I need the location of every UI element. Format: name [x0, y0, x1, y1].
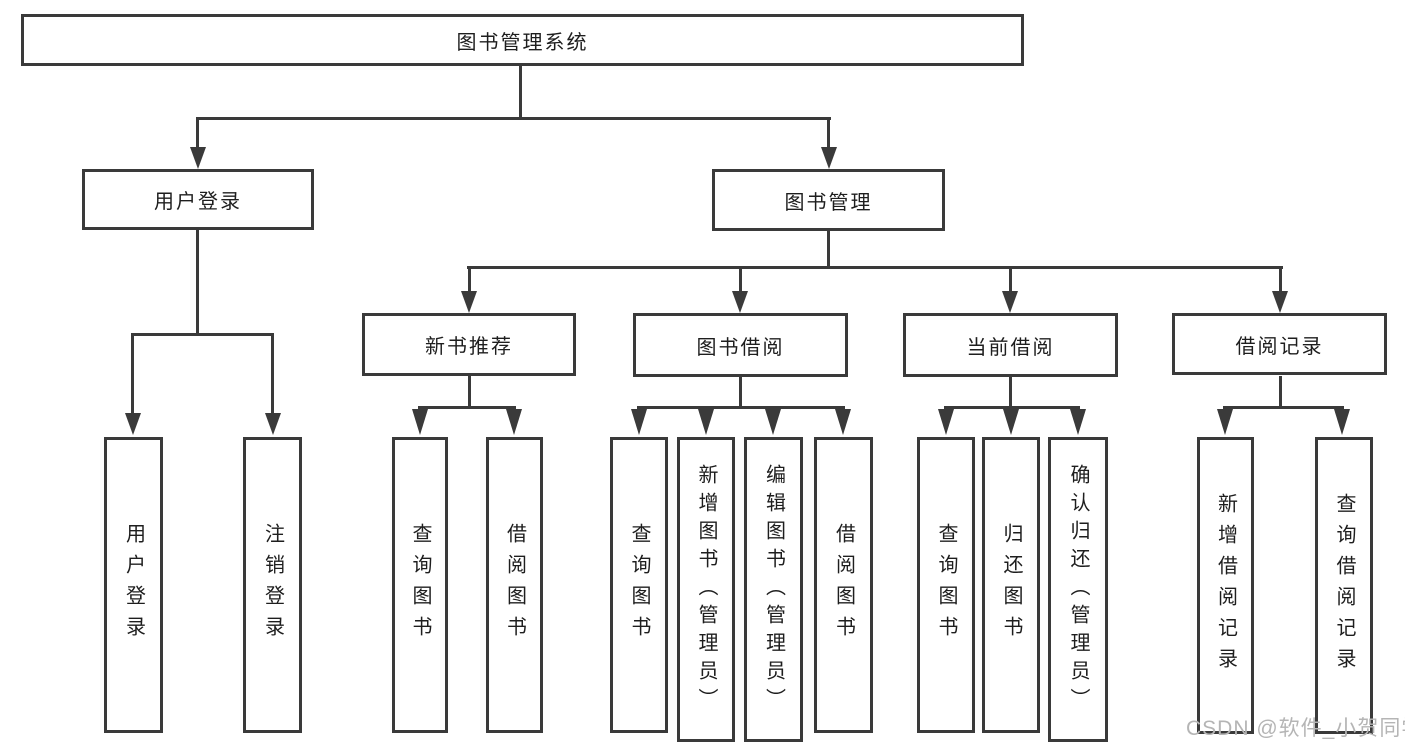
node-label: 新增图书（管理员）: [695, 463, 717, 716]
node-borrow-records: 借阅记录: [1172, 313, 1387, 375]
arrowhead-down-icon: [461, 291, 477, 313]
connector-line: [739, 266, 742, 293]
node-label: 用户登录: [154, 191, 242, 213]
leaf-bb-query-books: 查询图书: [610, 437, 668, 733]
leaf-cb-confirm-return-admin: 确认归还（管理员）: [1048, 437, 1108, 742]
node-label: 用户登录: [122, 523, 145, 647]
connector-line: [131, 333, 134, 414]
connector-line: [271, 333, 274, 414]
node-label: 归还图书: [1000, 523, 1022, 647]
node-label: 查询图书: [628, 523, 650, 647]
node-label: 当前借阅: [966, 336, 1055, 359]
arrowhead-down-icon: [1070, 409, 1086, 435]
node-label: 图书管理: [784, 191, 873, 214]
node-book-borrow: 图书借阅: [633, 313, 848, 377]
node-label: 图书管理系统: [456, 31, 589, 54]
connector-line: [1009, 376, 1012, 409]
connector-line: [944, 406, 1080, 409]
connector-line: [468, 376, 471, 409]
arrowhead-down-icon: [506, 409, 522, 435]
node-label: 查询借阅记录: [1333, 492, 1355, 679]
node-new-book-recommend: 新书推荐: [362, 313, 576, 376]
arrowhead-down-icon: [1002, 291, 1018, 313]
arrowhead-down-icon: [265, 413, 281, 435]
connector-line: [1009, 266, 1012, 293]
connector-line: [131, 333, 274, 336]
node-current-borrow: 当前借阅: [903, 313, 1118, 377]
arrowhead-down-icon: [835, 409, 851, 435]
connector-line: [1223, 406, 1344, 409]
connector-line: [1279, 376, 1282, 409]
node-label: 借阅图书: [503, 523, 526, 647]
arrowhead-down-icon: [412, 409, 428, 435]
node-label: 图书借阅: [696, 336, 785, 359]
leaf-nbr-borrow-books: 借阅图书: [486, 437, 543, 733]
connector-line: [196, 117, 199, 149]
node-label: 借阅图书: [832, 523, 855, 647]
arrowhead-down-icon: [1217, 409, 1233, 435]
node-user-login: 用户登录: [82, 169, 314, 230]
arrowhead-down-icon: [1003, 409, 1019, 435]
connector-line: [637, 406, 845, 409]
leaf-nbr-query-books: 查询图书: [392, 437, 448, 733]
connector-line: [468, 266, 471, 293]
leaf-bb-borrow-books: 借阅图书: [814, 437, 873, 733]
arrowhead-down-icon: [1334, 409, 1350, 435]
connector-line: [1279, 266, 1282, 293]
arrowhead-down-icon: [190, 147, 206, 169]
node-label: 新书推荐: [425, 336, 513, 358]
arrowhead-down-icon: [938, 409, 954, 435]
node-book-management: 图书管理: [712, 169, 945, 231]
node-label: 借阅记录: [1235, 335, 1324, 358]
connector-line: [827, 117, 830, 149]
leaf-cb-query-books: 查询图书: [917, 437, 975, 733]
connector-line: [519, 66, 522, 119]
node-label: 确认归还（管理员）: [1067, 463, 1089, 716]
leaf-bb-edit-books-admin: 编辑图书（管理员）: [744, 437, 803, 742]
arrowhead-down-icon: [821, 147, 837, 169]
leaf-br-query-record: 查询借阅记录: [1315, 437, 1373, 734]
connector-line: [196, 117, 831, 120]
connector-line: [467, 266, 1283, 269]
node-label: 注销登录: [261, 523, 284, 647]
connector-line: [418, 406, 516, 409]
node-label: 查询图书: [935, 523, 957, 647]
arrowhead-down-icon: [732, 291, 748, 313]
leaf-user-login: 用户登录: [104, 437, 163, 733]
arrowhead-down-icon: [125, 413, 141, 435]
arrowhead-down-icon: [631, 409, 647, 435]
node-library-system: 图书管理系统: [21, 14, 1024, 66]
leaf-logout: 注销登录: [243, 437, 302, 733]
node-label: 编辑图书（管理员）: [762, 463, 785, 716]
leaf-br-add-record: 新增借阅记录: [1197, 437, 1254, 734]
node-label: 查询图书: [409, 523, 431, 647]
csdn-watermark: CSDN @软件_小贺同学: [1186, 717, 1405, 740]
arrowhead-down-icon: [765, 409, 781, 435]
arrowhead-down-icon: [698, 409, 714, 435]
arrowhead-down-icon: [1272, 291, 1288, 313]
connector-line: [827, 231, 830, 269]
connector-line: [196, 230, 199, 336]
leaf-cb-return-books: 归还图书: [982, 437, 1040, 733]
node-label: 新增借阅记录: [1214, 492, 1237, 679]
connector-line: [739, 376, 742, 409]
leaf-bb-add-books-admin: 新增图书（管理员）: [677, 437, 735, 742]
